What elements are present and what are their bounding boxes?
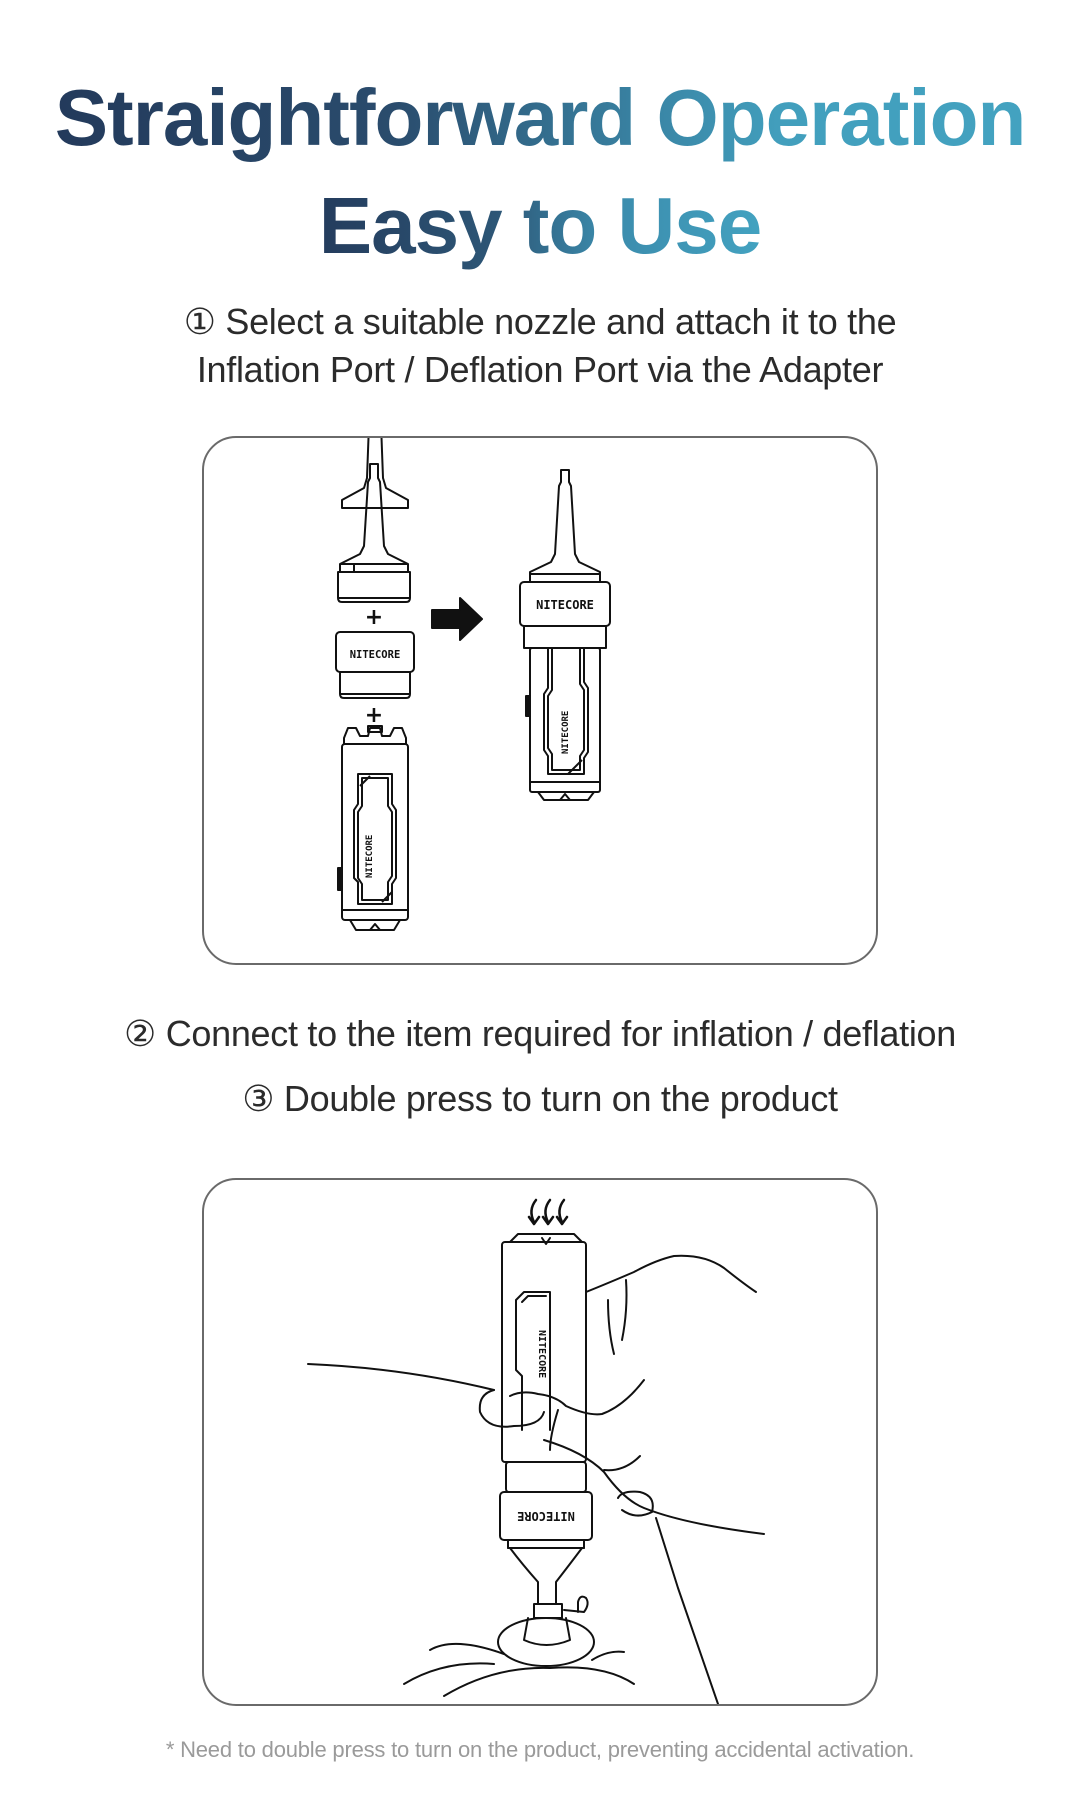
usage-adapter-brand-label: NITECORE bbox=[517, 1509, 575, 1523]
hand-icon bbox=[307, 1254, 765, 1704]
assembly-illustration-lines: + NITECORE + NITECORE bbox=[335, 463, 611, 931]
title-line-2: Easy to Use bbox=[0, 186, 1080, 266]
assembly-illustration bbox=[341, 438, 409, 509]
nozzle-icon bbox=[337, 463, 411, 603]
usage-illustration: NITECORE NITECORE bbox=[307, 1198, 765, 1704]
pump-body-icon: NITECORE bbox=[337, 725, 409, 931]
title-text-1: Straightforward Operation bbox=[54, 73, 1027, 162]
adapter-icon: NITECORE bbox=[499, 1461, 593, 1549]
adapter-icon: NITECORE bbox=[335, 631, 415, 699]
usage-body-brand-label: NITECORE bbox=[536, 1330, 547, 1378]
assembly-illustration-card: + NITECORE + NITECORE bbox=[202, 436, 878, 965]
body-brand-label: NITECORE bbox=[365, 835, 375, 878]
arrow-right-icon bbox=[431, 597, 483, 641]
assembled-body-brand-label: NITECORE bbox=[561, 711, 571, 754]
title-text-2: Easy to Use bbox=[318, 181, 763, 270]
step-3-instruction: ③ Double press to turn on the product bbox=[242, 1078, 838, 1119]
step-1-line-2: Inflation Port / Deflation Port via the … bbox=[196, 349, 884, 390]
assembled-product-icon: NITECORE NITECORE bbox=[519, 469, 611, 801]
mattress-surface-icon bbox=[403, 1642, 635, 1697]
plus-icon: + bbox=[365, 605, 383, 630]
press-arrows-icon bbox=[527, 1198, 569, 1226]
step-1-instruction: ① Select a suitable nozzle and attach it… bbox=[0, 298, 1080, 394]
plus-icon: + bbox=[365, 703, 383, 728]
valve-icon bbox=[497, 1547, 595, 1667]
title-line-1: Straightforward Operation bbox=[0, 78, 1080, 158]
nozzle-part bbox=[341, 438, 409, 509]
step-2-instruction: ② Connect to the item required for infla… bbox=[124, 1013, 956, 1054]
step-1-line-1: ① Select a suitable nozzle and attach it… bbox=[183, 301, 897, 342]
adapter-brand-label: NITECORE bbox=[350, 649, 401, 661]
usage-illustration-card: NITECORE NITECORE bbox=[202, 1178, 878, 1706]
assembled-brand-label: NITECORE bbox=[536, 598, 594, 612]
footnote: * Need to double press to turn on the pr… bbox=[165, 1737, 915, 1762]
pump-body-icon: NITECORE bbox=[501, 1233, 587, 1463]
